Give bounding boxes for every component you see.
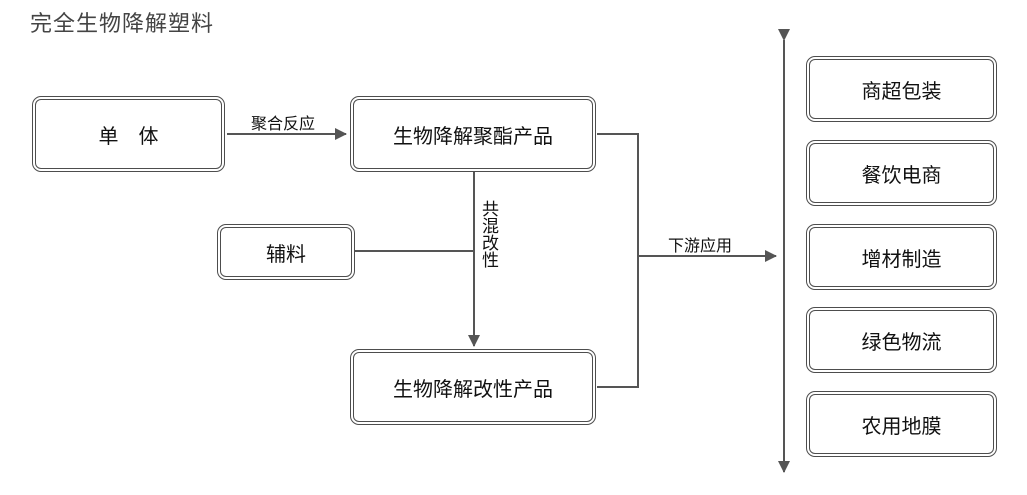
node-application-additive-manufacturing: 增材制造	[806, 224, 997, 290]
diagram-title: 完全生物降解塑料	[30, 12, 215, 37]
label-polymerization: 聚合反应	[251, 114, 316, 133]
node-application-food-ecommerce: 餐饮电商	[806, 140, 997, 206]
node-auxiliary: 辅料	[217, 224, 355, 280]
node-modified-product: 生物降解改性产品	[350, 349, 596, 425]
node-application-agricultural-film: 农用地膜	[806, 391, 997, 457]
label-blending: 共混改性	[478, 200, 498, 268]
node-polyester-product: 生物降解聚酯产品	[350, 96, 596, 172]
node-monomer: 单 体	[32, 96, 225, 172]
node-application-green-logistics: 绿色物流	[806, 307, 997, 373]
label-downstream: 下游应用	[668, 236, 733, 255]
node-application-retail-packaging: 商超包装	[806, 56, 997, 122]
line-products-bracket	[597, 133, 639, 388]
